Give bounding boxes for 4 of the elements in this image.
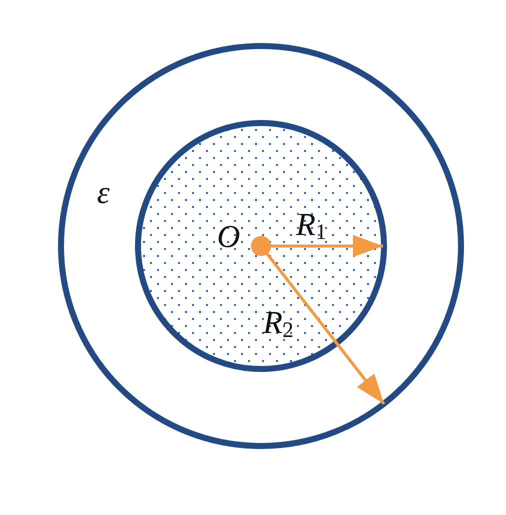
symbol-label: ε bbox=[97, 176, 110, 208]
symbol-label: R$_{1}$ bbox=[296, 208, 327, 243]
symbol-label: O bbox=[217, 220, 240, 252]
symbol-label: R$_{2}$ bbox=[263, 306, 294, 341]
